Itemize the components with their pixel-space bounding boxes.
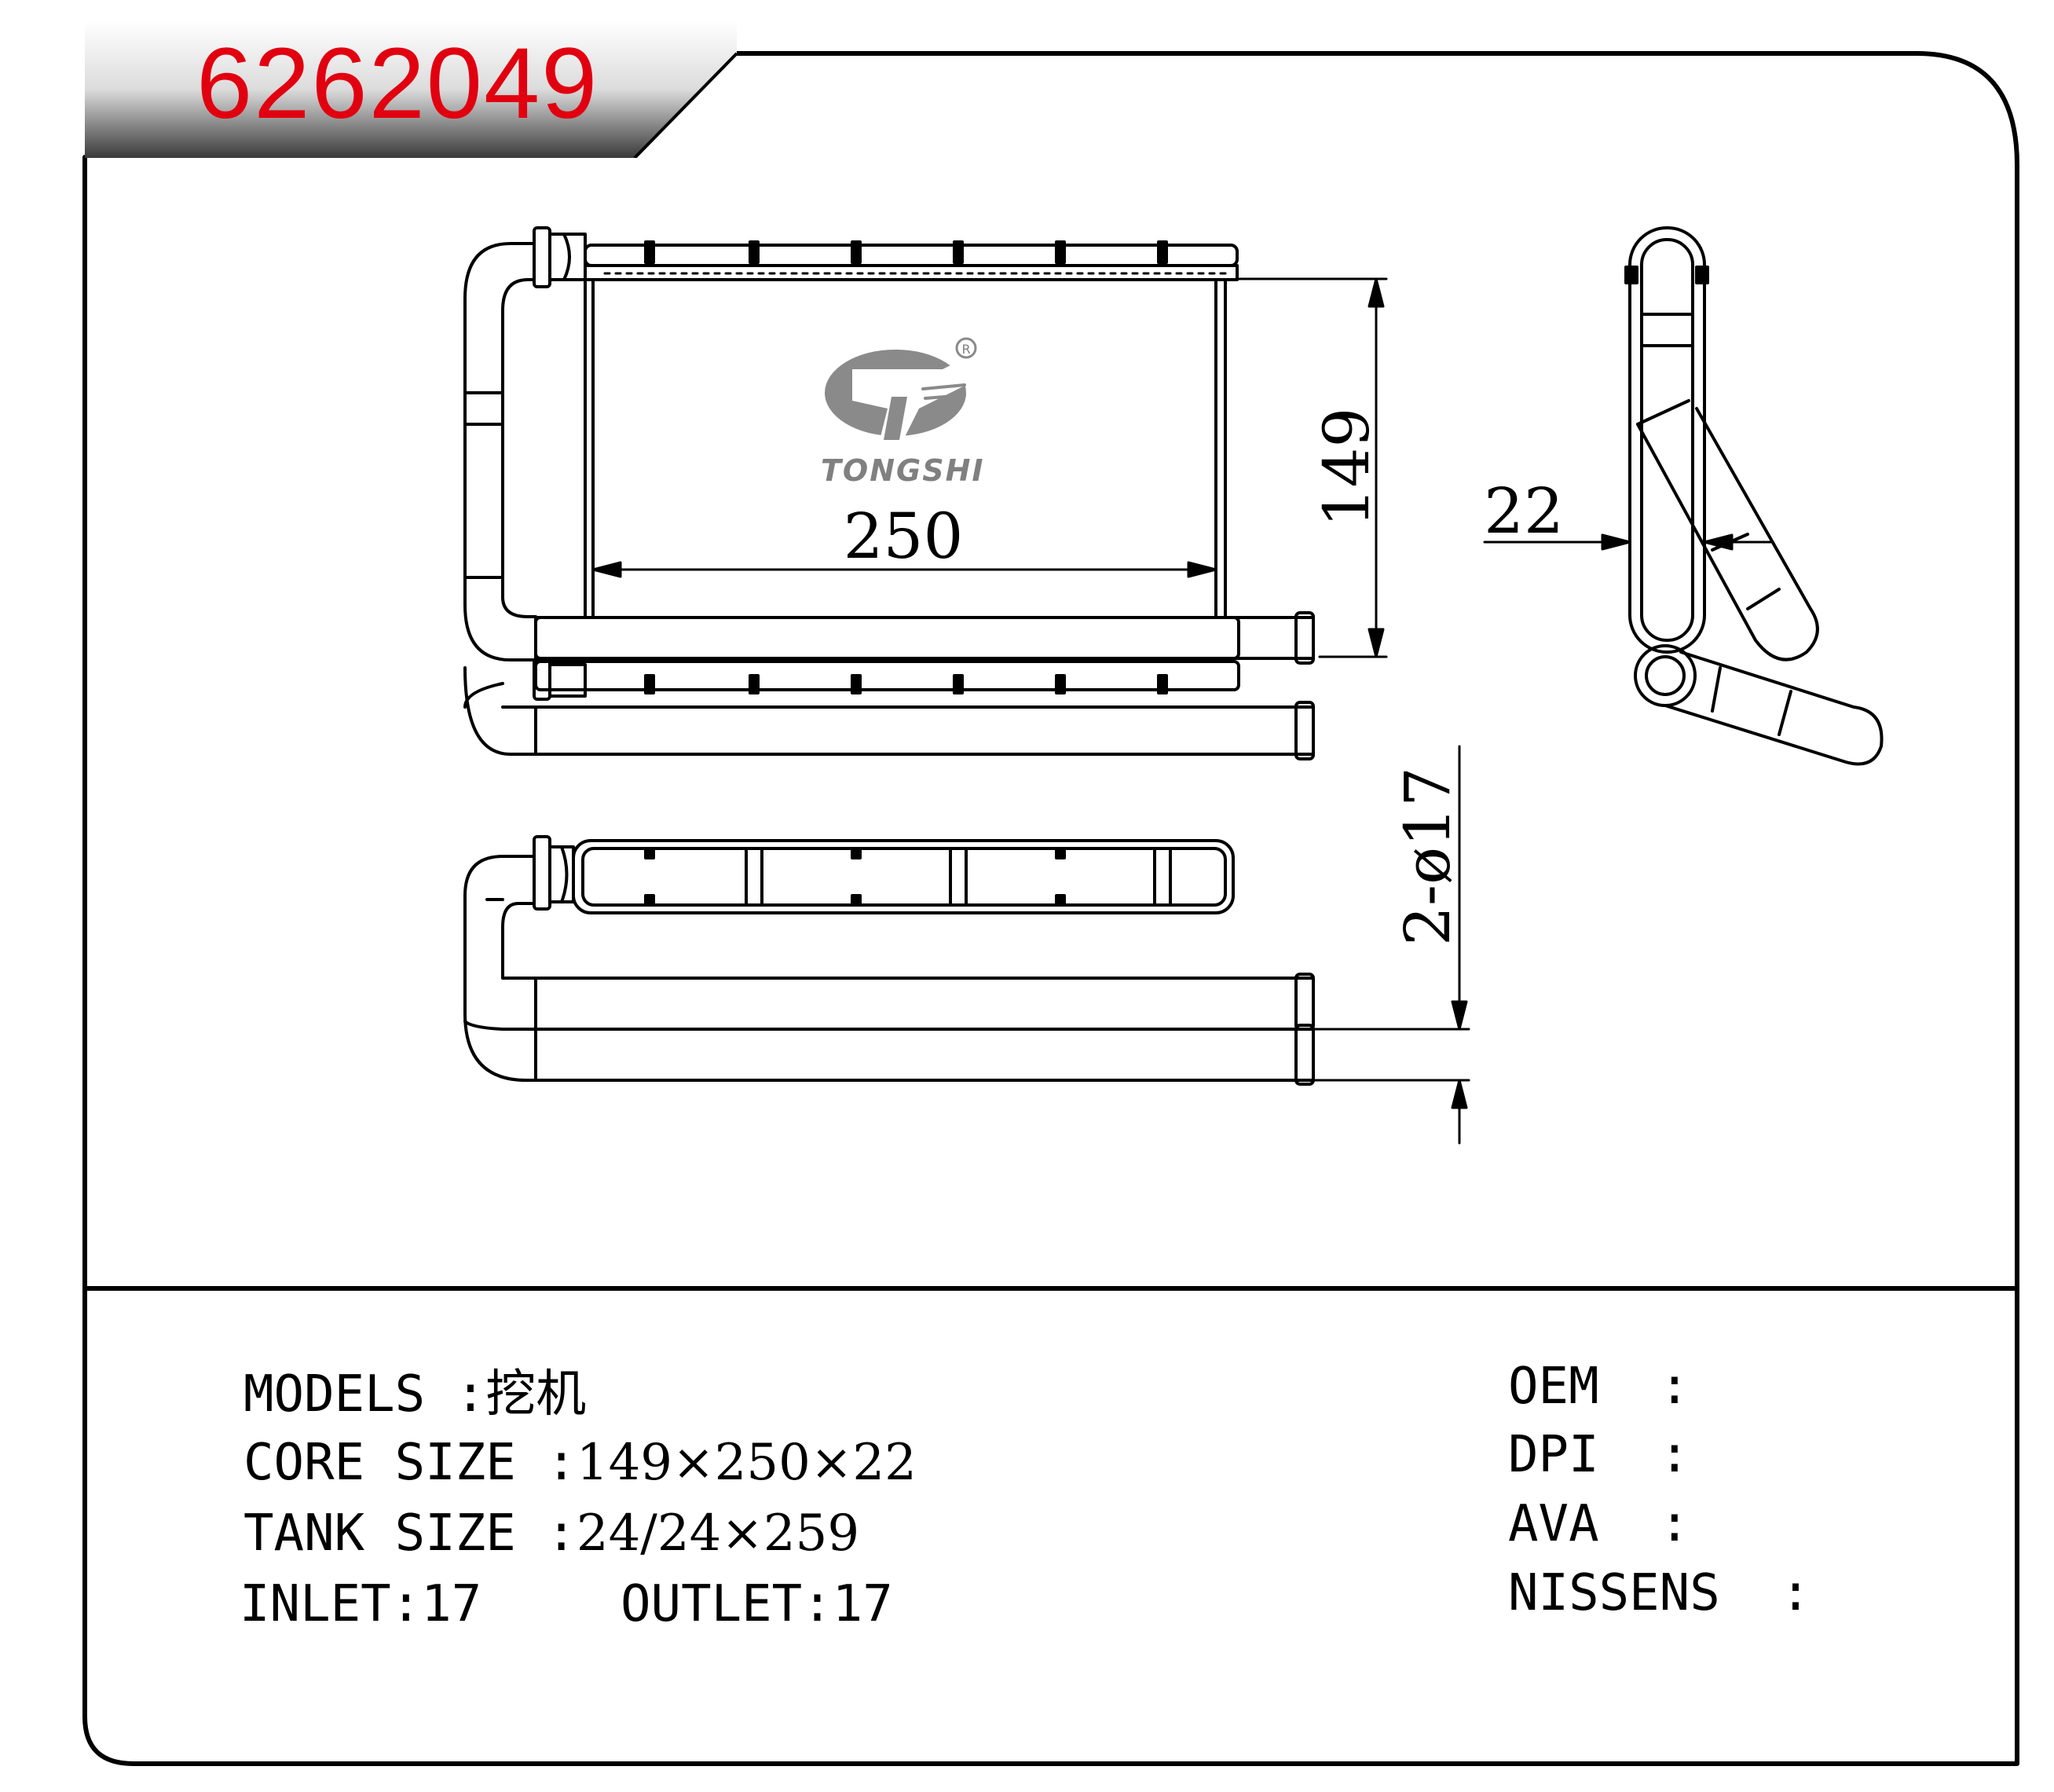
outlet-value: 17	[832, 1575, 893, 1633]
core-size-value: 149×250×22	[576, 1434, 917, 1492]
part-number-banner	[85, 20, 737, 158]
ref-ava: AVA :	[1508, 1495, 1690, 1553]
models-value: 挖机	[485, 1365, 587, 1424]
outlet-label: OUTLET:	[621, 1575, 833, 1633]
logo-brand-text: TONGSHI	[821, 453, 985, 488]
spec-tank-size: TANK SIZE :24/24×259	[243, 1502, 859, 1565]
registered-mark: R	[961, 342, 970, 357]
inlet-label: INLET:	[240, 1575, 422, 1633]
front-view-heater-core	[463, 226, 1315, 760]
inlet-value: 17	[421, 1575, 482, 1633]
dimension-250	[591, 561, 1217, 578]
part-number: 6262049	[196, 27, 599, 140]
tank-size-label: TANK SIZE :	[243, 1504, 577, 1563]
spec-models: MODELS :挖机	[243, 1363, 586, 1426]
models-label: MODELS :	[243, 1365, 486, 1424]
dimension-149-label: 149	[1310, 408, 1383, 528]
dimension-2-phi-17	[1312, 745, 1470, 1145]
spec-outlet: OUTLET:17	[621, 1573, 893, 1636]
core-size-label: CORE SIZE :	[243, 1434, 577, 1492]
ref-oem: OEM :	[1508, 1358, 1690, 1416]
outer-frame	[82, 51, 2019, 1766]
spec-core-size: CORE SIZE :149×250×22	[243, 1431, 917, 1494]
dimension-149	[1236, 277, 1388, 658]
ref-dpi: DPI :	[1508, 1426, 1690, 1484]
tank-size-value: 24/24×259	[576, 1504, 860, 1563]
side-view-heater-core	[1624, 226, 1884, 766]
dimension-250-label: 250	[844, 500, 964, 573]
dimension-pipe-label: 2-ø17	[1391, 767, 1464, 946]
ref-nissens: NISSENS :	[1508, 1564, 1811, 1622]
dimension-22-label: 22	[1484, 475, 1564, 548]
dimension-22	[1483, 533, 1773, 551]
tongshi-logo	[825, 337, 977, 440]
top-view-heater-core	[463, 835, 1315, 1086]
spec-inlet: INLET:17	[240, 1573, 481, 1636]
